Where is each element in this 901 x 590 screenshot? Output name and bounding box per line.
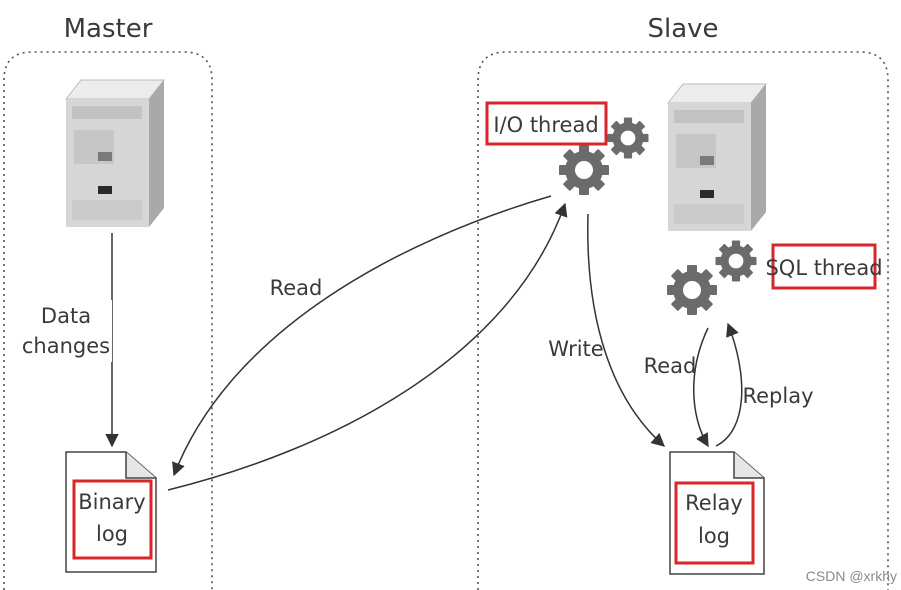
io-read-arrow-to-binlog: [172, 195, 552, 477]
write-label: Write: [548, 337, 603, 361]
replay-label: Replay: [742, 384, 813, 408]
binary-log-label-line1: Binary: [78, 490, 145, 514]
read-binlog-label: Read: [270, 276, 323, 300]
replay-arrow: [715, 322, 743, 447]
io-thread-gear-small-icon: [607, 117, 649, 159]
io-read-arrow-from-binlog: [167, 202, 568, 491]
slave-title: Slave: [647, 14, 718, 44]
master-boundary: [3, 51, 213, 590]
relay-log-document: [669, 451, 765, 575]
relay-log-label-line1: Relay: [685, 491, 743, 515]
sql-thread-highlight-box: [771, 243, 877, 290]
binary-log-document: [65, 451, 157, 573]
binary-log-label-line2: log: [96, 522, 128, 546]
sql-read-label: Read: [644, 354, 697, 378]
sql-thread-gear-large-icon: [667, 265, 717, 315]
master-title: Master: [64, 14, 153, 44]
io-thread-gear-large-icon: [559, 145, 609, 195]
slave-boundary: [477, 51, 889, 590]
sql-read-arrow: [693, 327, 709, 448]
sql-thread-label: SQL thread: [765, 256, 882, 280]
relay-log-label-line2: log: [698, 524, 730, 548]
data-changes-label-bg: [28, 300, 112, 362]
io-thread-highlight-box: [485, 101, 608, 146]
watermark-text: CSDN @xrkhy: [805, 568, 897, 584]
master-server-icon: [64, 79, 166, 227]
sql-thread-gear-small-icon: [715, 240, 757, 282]
data-changes-label-line1: Data: [41, 304, 91, 328]
slave-server-icon: [666, 83, 768, 231]
data-changes-label-line2: changes: [22, 334, 110, 358]
write-arrow: [587, 213, 666, 447]
io-thread-label: I/O thread: [493, 113, 598, 137]
